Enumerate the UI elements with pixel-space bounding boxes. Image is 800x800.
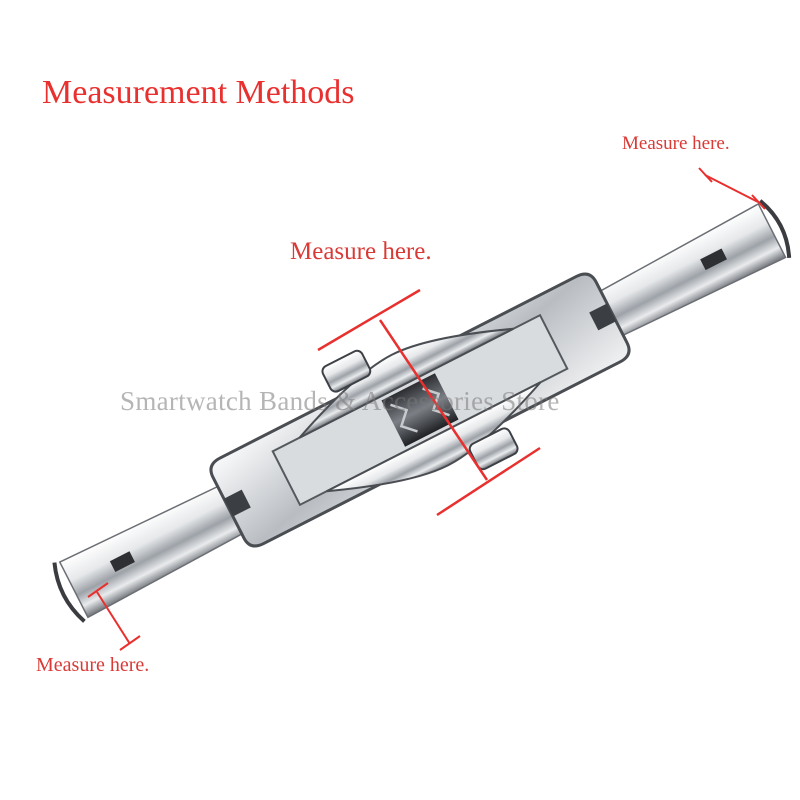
left-strap-fold	[52, 562, 86, 623]
measure-line-bottom-left	[87, 582, 141, 651]
measure-line-top-right	[698, 167, 766, 210]
push-button-top	[321, 349, 372, 393]
measure-label-middle: Measure here.	[290, 238, 432, 265]
right-strap-fold	[758, 199, 792, 258]
butterfly-wing-bottom	[326, 381, 542, 493]
store-watermark: Smartwatch Bands & Accessories Store	[120, 386, 560, 416]
page-title: Measurement Methods	[42, 74, 355, 111]
measure-line-middle	[317, 288, 541, 517]
spring-mechanism	[381, 373, 459, 447]
right-strap-slot	[700, 248, 727, 271]
measure-label-bottom-left: Measure here.	[36, 654, 150, 676]
left-strap-slot	[109, 551, 135, 572]
measure-label-top-right: Measure here.	[622, 133, 730, 154]
butterfly-wing-top	[298, 327, 514, 439]
frame-rail-left	[223, 489, 251, 517]
clasp-body	[52, 199, 792, 623]
frame-rail-right	[589, 303, 617, 331]
